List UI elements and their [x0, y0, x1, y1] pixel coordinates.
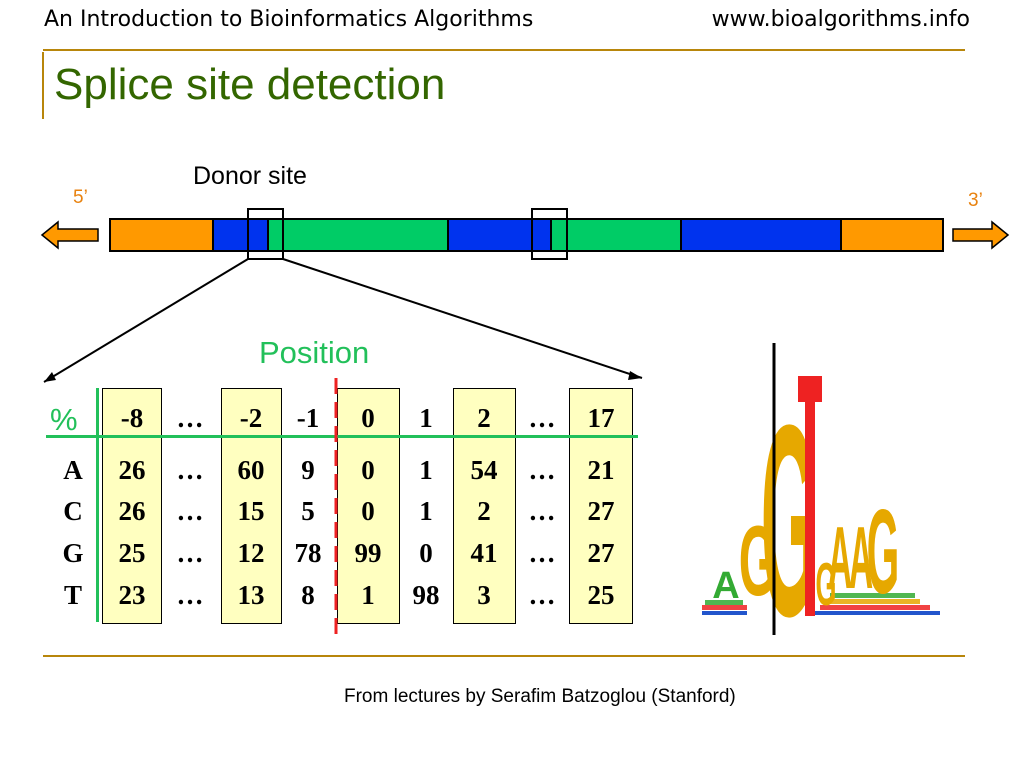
page-title: Splice site detection	[54, 60, 446, 109]
highlight-col-17	[569, 388, 633, 624]
svg-text:G: G	[739, 505, 778, 616]
donor-site-label: Donor site	[193, 162, 307, 190]
top-divider	[43, 49, 965, 51]
table-cell: 26	[118, 496, 146, 526]
position-header: …	[528, 403, 556, 433]
svg-text:G: G	[867, 486, 900, 619]
table-cell: 23	[118, 580, 146, 610]
base-label: C	[63, 496, 83, 526]
position-header: 0	[361, 403, 375, 433]
header-website: www.bioalgorithms.info	[711, 7, 970, 32]
table-cell: 5	[301, 496, 315, 526]
table-cell: 25	[587, 580, 615, 610]
table-cell: 9	[301, 455, 315, 485]
table-cell: 1	[361, 580, 375, 610]
bottom-divider	[43, 655, 965, 657]
table-cell: 78	[294, 538, 322, 568]
zoom-line-right	[282, 258, 643, 379]
table-cell: 41	[470, 538, 498, 568]
base-label: G	[62, 538, 84, 568]
table-cell: 15	[237, 496, 265, 526]
base-label: A	[63, 455, 83, 485]
svg-text:A: A	[849, 510, 873, 608]
highlight-col-0	[337, 388, 400, 624]
table-cell: 25	[118, 538, 146, 568]
exon-utr-right	[840, 218, 944, 252]
title-accent-bar	[42, 52, 44, 119]
highlight-col-2	[453, 388, 516, 624]
donor-site-box	[247, 208, 284, 260]
svg-text:G: G	[815, 551, 836, 618]
position-header: -8	[120, 403, 144, 433]
right-arrow-icon	[952, 220, 1010, 250]
sequence-logo: A G G G A A G	[702, 343, 940, 643]
percent-corner-label: %	[50, 402, 78, 437]
label-separator-line	[96, 388, 99, 622]
table-cell: 60	[237, 455, 265, 485]
left-arrow-icon	[40, 220, 99, 250]
table-cell: 2	[477, 496, 491, 526]
position-header: …	[176, 403, 204, 433]
table-cell: 21	[587, 455, 615, 485]
table-cell: 1	[419, 455, 433, 485]
base-label: T	[63, 580, 82, 610]
acceptor-site-box	[531, 208, 568, 260]
position-label: Position	[259, 335, 370, 370]
five-prime-label: 5’	[73, 187, 88, 208]
table-cell: …	[528, 538, 556, 568]
table-cell: 98	[412, 580, 440, 610]
table-cell: 3	[477, 580, 491, 610]
table-cell: …	[176, 496, 204, 526]
header-course-title: An Introduction to Bioinformatics Algori…	[44, 7, 534, 32]
header-separator-line	[46, 435, 638, 438]
position-header: 2	[477, 403, 491, 433]
table-cell: 99	[354, 538, 382, 568]
table-cell: …	[528, 455, 556, 485]
table-cell: 27	[587, 496, 615, 526]
zoom-line-left	[43, 258, 249, 383]
table-cell: 13	[237, 580, 265, 610]
highlight-col-minus8	[102, 388, 162, 624]
highlight-col-minus2	[221, 388, 282, 624]
table-cell: 0	[361, 496, 375, 526]
three-prime-label: 3’	[968, 190, 983, 211]
table-cell: 54	[470, 455, 498, 485]
table-cell: 1	[419, 496, 433, 526]
table-cell: …	[176, 455, 204, 485]
table-cell: 27	[587, 538, 615, 568]
intron-2	[550, 218, 682, 252]
svg-text:A: A	[712, 565, 739, 607]
table-cell: …	[176, 580, 204, 610]
table-cell: 26	[118, 455, 146, 485]
exon-utr-left	[109, 218, 214, 252]
position-header: 1	[419, 403, 433, 433]
table-cell: 0	[419, 538, 433, 568]
table-cell: 12	[237, 538, 265, 568]
table-cell: …	[176, 538, 204, 568]
table-cell: 8	[301, 580, 315, 610]
position-header: 17	[587, 403, 615, 433]
footer-credit: From lectures by Serafim Batzoglou (Stan…	[344, 686, 736, 707]
table-cell: …	[528, 496, 556, 526]
table-cell: 0	[361, 455, 375, 485]
svg-text:A: A	[828, 510, 852, 608]
table-cell: …	[528, 580, 556, 610]
intron-1	[267, 218, 449, 252]
position-header: -1	[296, 403, 320, 433]
position-header: -2	[239, 403, 263, 433]
